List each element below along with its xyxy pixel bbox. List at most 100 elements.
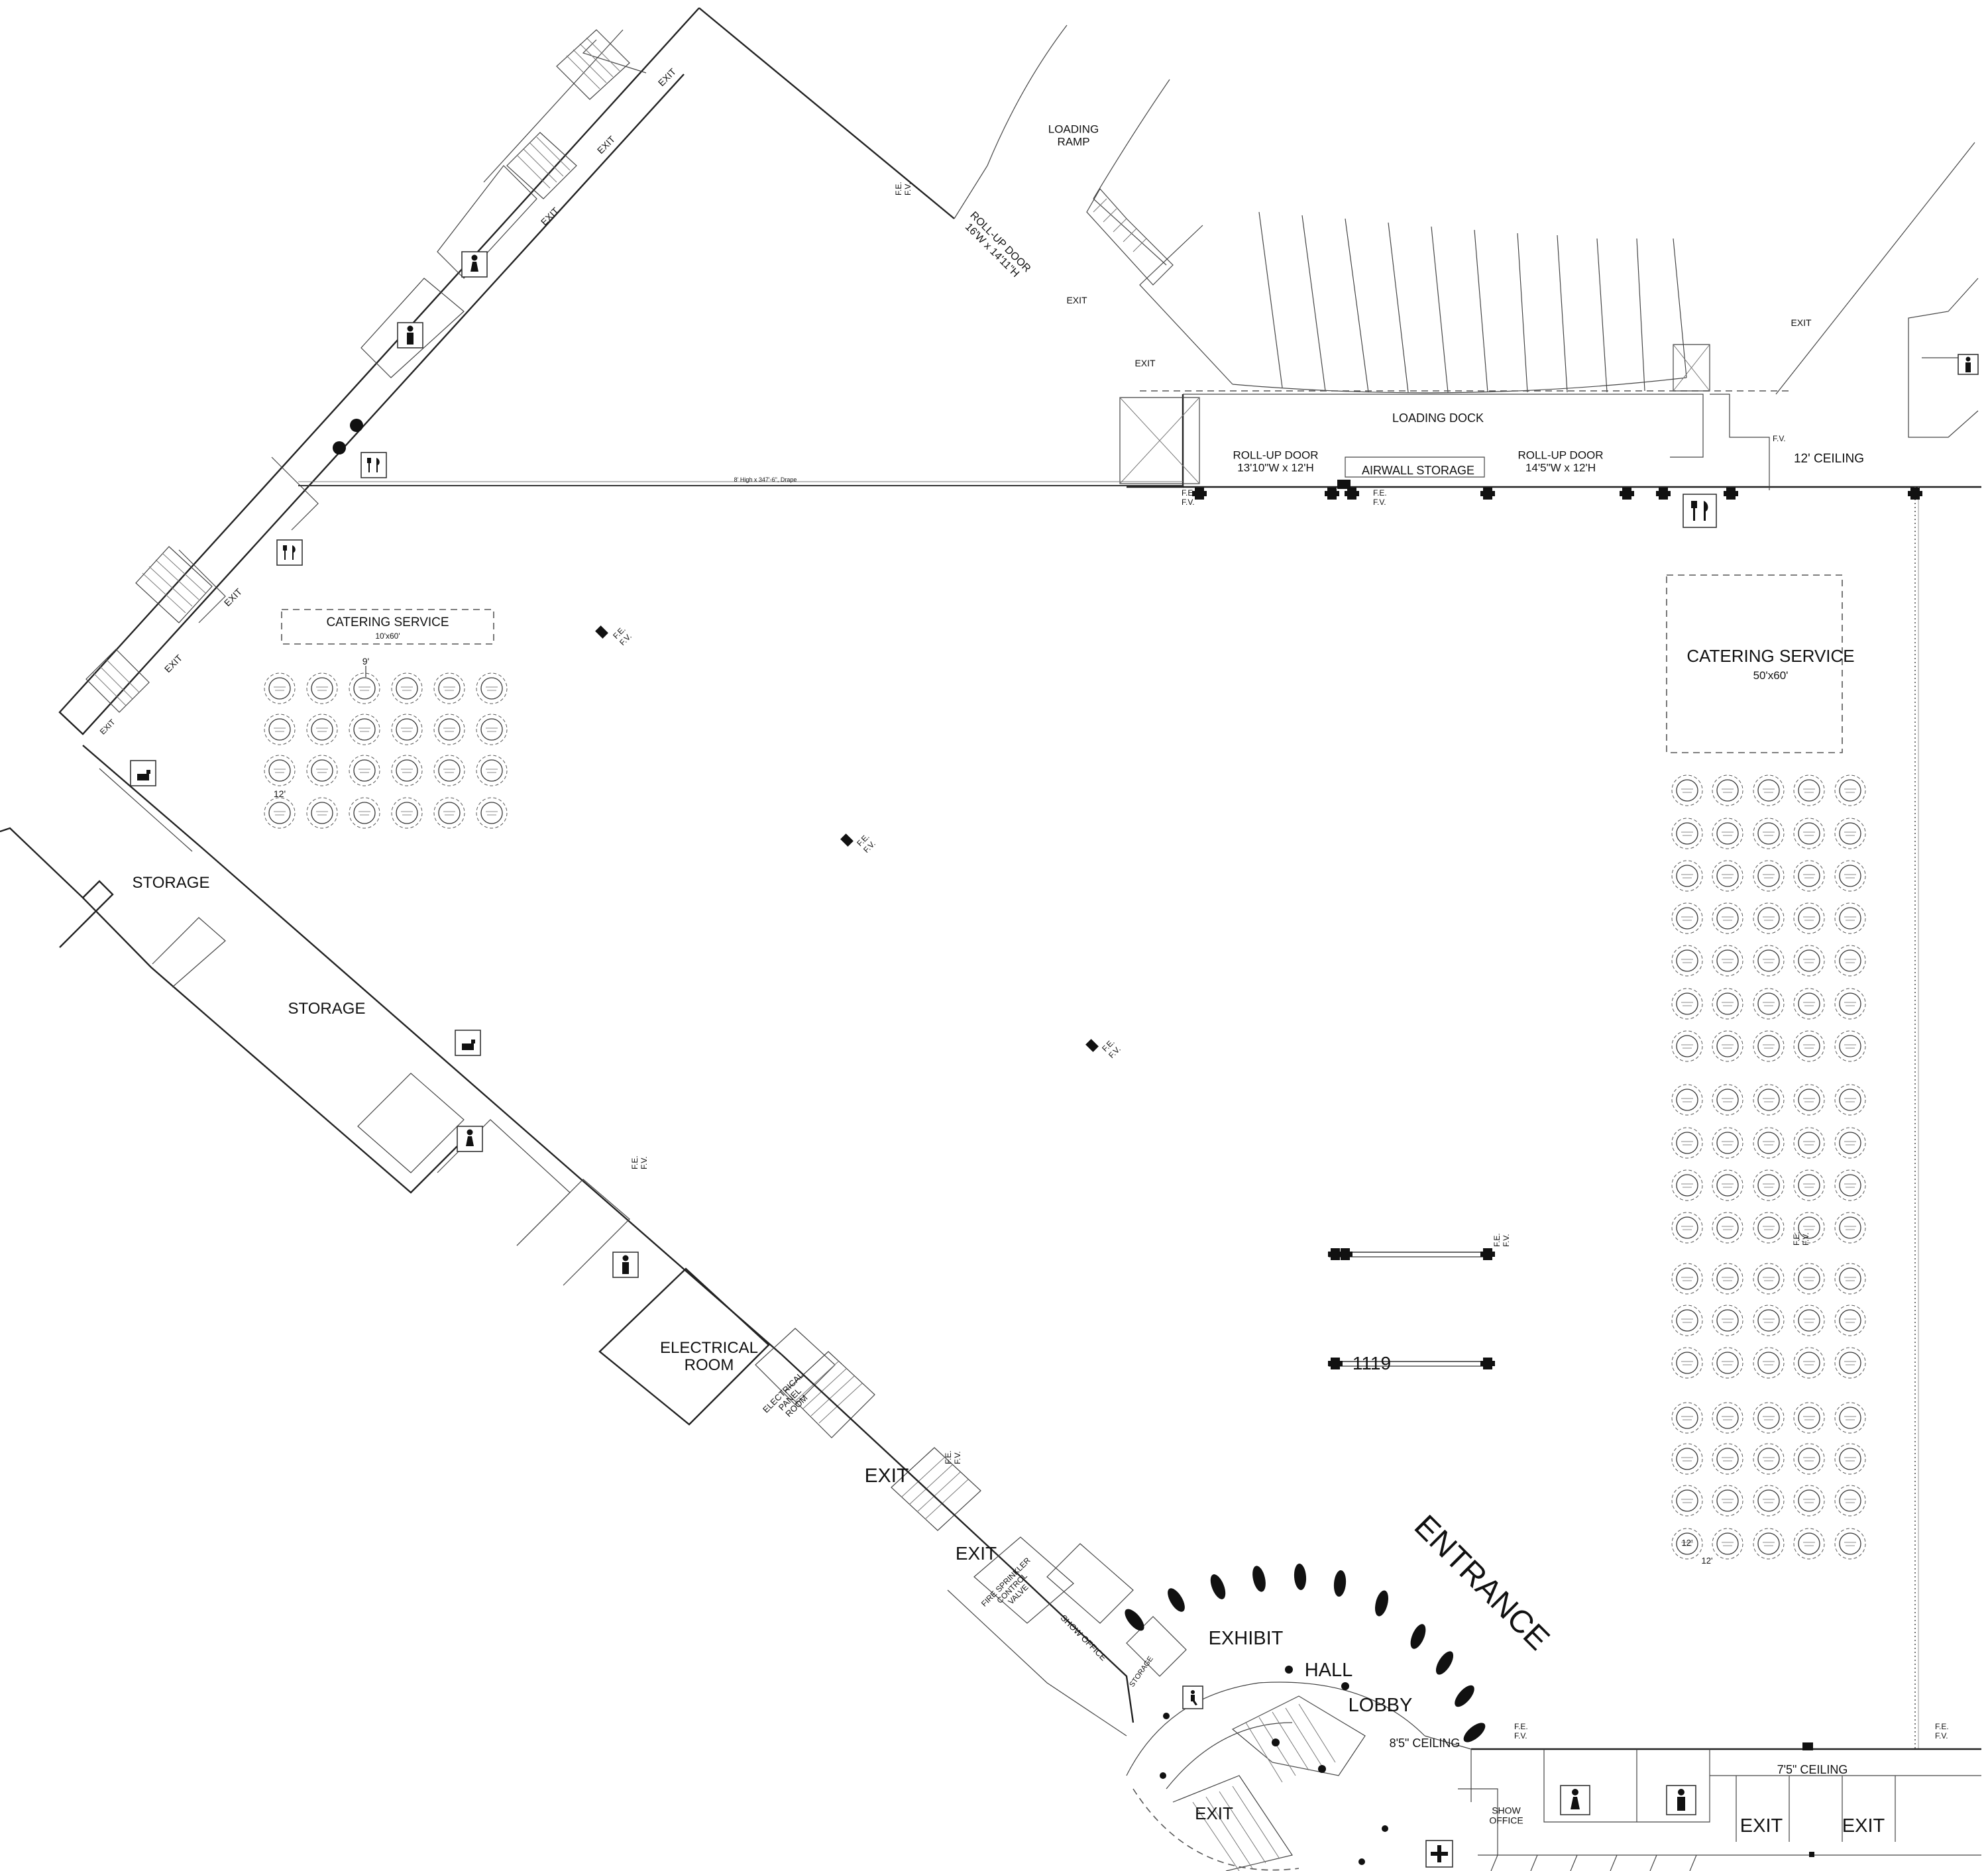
round-table: [433, 755, 465, 786]
round-table: [1712, 902, 1743, 934]
loading-dock-room: [1119, 344, 1981, 490]
round-table: [1712, 1305, 1743, 1336]
catering-large-title: CATERING SERVICE: [1686, 646, 1854, 666]
airwall-storage-label: AIRWALL STORAGE: [1362, 464, 1474, 477]
round-table: [1753, 1127, 1785, 1159]
round-table: [349, 797, 380, 829]
round-table: [349, 672, 380, 704]
womens-restroom-icon: [457, 1126, 483, 1152]
round-table: [1671, 1212, 1703, 1244]
round-table: [1671, 1030, 1703, 1062]
show-office-label: SHOW OFFICE: [1058, 1613, 1109, 1663]
round-table: [1834, 1084, 1866, 1116]
round-table: [264, 797, 296, 829]
round-table: [1793, 818, 1825, 849]
round-table: [1834, 1030, 1866, 1062]
round-table: [1712, 860, 1743, 892]
round-table: [1712, 1169, 1743, 1201]
round-table: [1671, 1169, 1703, 1201]
round-table: [1753, 945, 1785, 977]
round-table: [1793, 1127, 1825, 1159]
round-table: [1671, 1127, 1703, 1159]
exit-label: EXIT: [98, 717, 117, 736]
entrance-door: [1210, 1574, 1226, 1599]
exit-label: EXIT: [539, 205, 561, 227]
round-table: [433, 714, 465, 745]
fe-fv-labels: F.E.F.V. F.E.F.V. F.E.F.V. F.E.F.V. F.E.F.V.…: [611, 182, 1948, 1740]
northwest-wall: [58, 7, 955, 735]
round-table: [1712, 1263, 1743, 1295]
door-post: [1620, 488, 1634, 500]
elevator-icon: [1182, 1685, 1203, 1709]
round-table: [1793, 1084, 1825, 1116]
round-table: [1753, 1084, 1785, 1116]
round-table: [1753, 1402, 1785, 1434]
round-table: [1793, 902, 1825, 934]
fe-fv-label: F.E.F.V.: [1514, 1722, 1528, 1740]
fe-fv-label: F.E.F.V.: [855, 832, 877, 855]
exit-label: EXIT: [595, 133, 618, 156]
door-post: [1724, 488, 1738, 500]
round-table: [306, 755, 338, 786]
round-table: [1834, 1485, 1866, 1517]
exit-label: EXIT: [1791, 317, 1812, 328]
mens-restroom-icon: [397, 322, 423, 348]
lobby-columns: [1160, 1666, 1388, 1865]
first-aid-icon: [1425, 1840, 1453, 1868]
mens-restroom-icon: [612, 1252, 639, 1278]
fe-fv-label: F.E.F.V.: [1935, 1722, 1949, 1740]
entrance-door: [1463, 1723, 1486, 1742]
round-table: [1712, 818, 1743, 849]
round-table: [349, 714, 380, 745]
loading-dock-label: LOADING DOCK: [1392, 411, 1484, 425]
round-table: [1671, 860, 1703, 892]
round-table: [1753, 1528, 1785, 1560]
fire-sprinkler-label: FIRE SPRINKLERCONTROLVALVE: [979, 1556, 1045, 1621]
storage-small-label: STORAGE: [1128, 1655, 1155, 1689]
exit-label: EXIT: [1842, 1815, 1885, 1837]
lobby-structure: [1126, 1682, 1498, 1871]
round-table: [1712, 988, 1743, 1020]
round-table: [1753, 1485, 1785, 1517]
fe-fv-label: F.E.F.V.: [1100, 1038, 1123, 1060]
table-grid-west: [264, 672, 508, 829]
entrance-door: [1168, 1588, 1185, 1612]
round-table: [349, 755, 380, 786]
entrance-door: [1294, 1564, 1307, 1590]
round-table: [1834, 1443, 1866, 1475]
round-table: [1834, 818, 1866, 849]
round-table: [1671, 1347, 1703, 1379]
round-table: [1671, 818, 1703, 849]
exhibit-label: EXHIBIT: [1209, 1628, 1284, 1649]
fe-fv-label: F.E.F.V.: [894, 182, 912, 195]
fe-fv-label: F.E.F.V.: [1373, 488, 1387, 507]
exit-label: EXIT: [865, 1465, 909, 1487]
round-table: [1793, 1402, 1825, 1434]
dimension-9ft: 9': [362, 656, 369, 667]
entrance-door: [1410, 1624, 1426, 1649]
entrance-door: [1125, 1609, 1144, 1631]
round-table: [1753, 902, 1785, 934]
exit-label: EXIT: [1195, 1803, 1233, 1823]
table-grid-east: [1671, 775, 1866, 1560]
round-table: [1671, 988, 1703, 1020]
womens-restroom-icon: [461, 251, 488, 278]
round-table: [476, 714, 508, 745]
round-table: [476, 672, 508, 704]
round-table: [1712, 1347, 1743, 1379]
northeast-edge: [1775, 142, 1979, 438]
room-number-label: 1119: [1353, 1353, 1391, 1373]
round-table: [1753, 988, 1785, 1020]
round-table: [1834, 1263, 1866, 1295]
round-table: [1793, 1443, 1825, 1475]
fe-fv-label: F.E.F.V.: [1792, 1232, 1810, 1246]
ceiling-12-label: 12' CEILING: [1794, 452, 1864, 466]
round-table: [1834, 988, 1866, 1020]
lobby-label: LOBBY: [1349, 1695, 1413, 1716]
round-table: [1712, 945, 1743, 977]
round-table: [306, 714, 338, 745]
round-table: [1793, 775, 1825, 806]
loading-ramp: [954, 25, 1170, 266]
round-table: [391, 672, 423, 704]
fe-fv-label: F.E.F.V.: [630, 1155, 649, 1169]
